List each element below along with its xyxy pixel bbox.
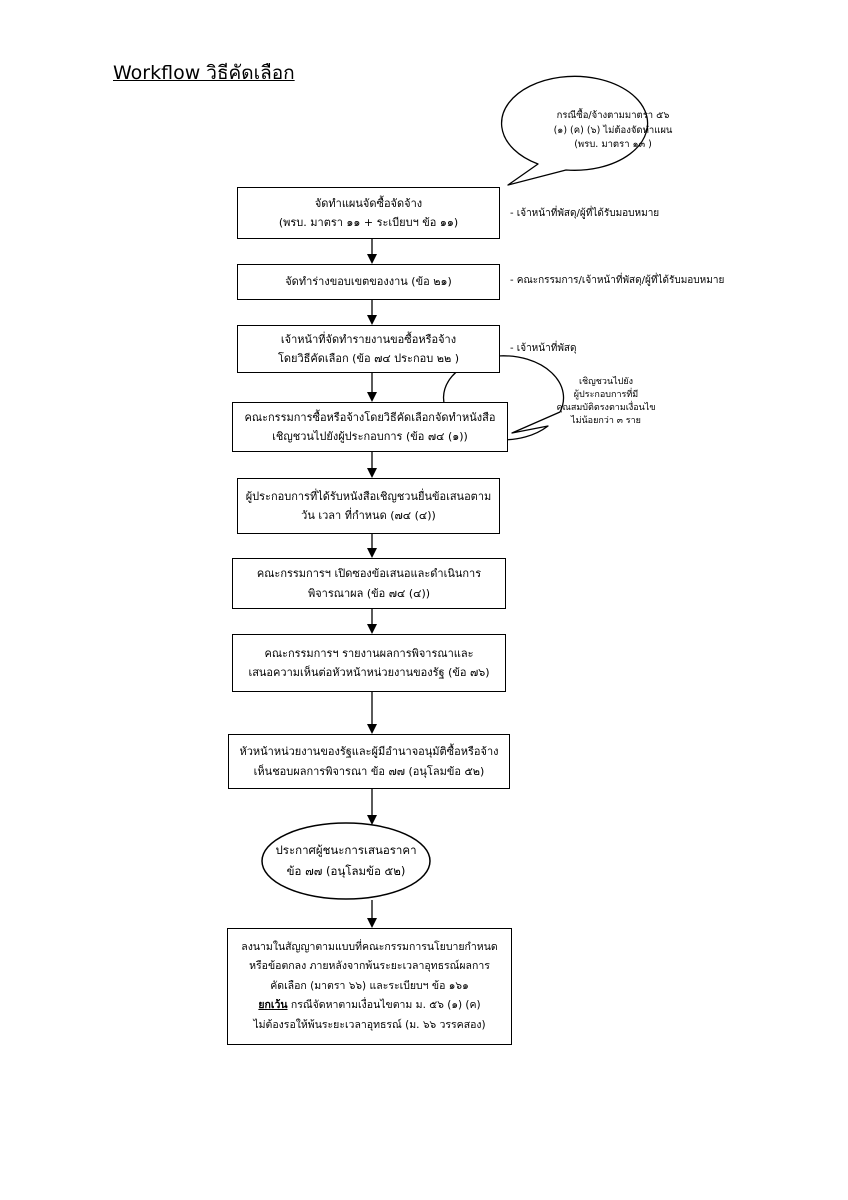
exception-label: ยกเว้น [258, 999, 288, 1012]
step-2-line-1: จัดทำร่างขอบเขตของงาน (ข้อ ๒๑) [285, 275, 452, 289]
final-line-3: คัดเลือก (มาตรา ๖๖) และระเบียบฯ ข้อ ๑๖๑ [270, 979, 469, 992]
step-8-line-2: เห็นชอบผลการพิจารณา ข้อ ๗๗ (อนุโลมข้อ ๕๒… [253, 764, 485, 778]
announce-line-1: ประกาศผู้ชนะการเสนอราคา [275, 843, 417, 858]
bubble-1-line-1: กรณีซื้อ/จ้างตามมาตรา ๕๖ [556, 109, 670, 121]
step-3-note: - เจ้าหน้าที่พัสดุ [510, 343, 577, 354]
final-line-1: ลงนามในสัญญาตามแบบที่คณะกรรมการนโยบายกำห… [241, 940, 498, 953]
announce-line-2: ข้อ ๗๗ (อนุโลมข้อ ๕๒) [286, 864, 406, 878]
step-6-line-2: พิจารณาผล (ข้อ ๗๔ (๔)) [307, 586, 431, 600]
step-box-7: คณะกรรมการฯ รายงานผลการพิจารณาและ เสนอคว… [232, 634, 506, 692]
step-1-line-2: (พรบ. มาตรา ๑๑ + ระเบียบฯ ข้อ ๑๑) [278, 216, 459, 229]
bubble-2-line-1: เชิญชวนไปยัง [578, 376, 634, 387]
step-box-1: จัดทำแผนจัดซื้อจัดจ้าง (พรบ. มาตรา ๑๑ + … [237, 187, 500, 239]
bubble-plan-text: กรณีซื้อ/จ้างตามมาตรา ๕๖ (๑) (ค) (๖) ไม่… [538, 100, 688, 162]
step-3-line-1: เจ้าหน้าที่จัดทำรายงานขอซื้อหรือจ้าง [280, 332, 457, 346]
step-6-line-1: คณะกรรมการฯ เปิดซองข้อเสนอและดำเนินการ [256, 567, 482, 581]
final-line-4: ยกเว้น กรณีจัดหาตามเงื่อนไขตาม ม. ๕๖ (๑)… [258, 996, 480, 1015]
page-title: Workflow วิธีคัดเลือก [113, 62, 295, 84]
step-4-line-2: เชิญชวนไปยังผู้ประกอบการ (ข้อ ๗๔ (๑)) [272, 430, 468, 443]
final-line-4-rest: กรณีจัดหาตามเงื่อนไขตาม ม. ๕๖ (๑) (ค) [287, 999, 481, 1012]
bubble-1-line-3: (พรบ. มาตรา ๑๓ ) [574, 139, 652, 151]
step-box-5: ผู้ประกอบการที่ได้รับหนังสือเชิญชวนยื่นข… [237, 478, 500, 534]
step-8-line-1: หัวหน้าหน่วยงานของรัฐและผู้มีอำนาจอนุมัต… [239, 745, 499, 759]
step-1-note: - เจ้าหน้าที่พัสดุ/ผู้ที่ได้รับมอบหมาย [510, 208, 660, 219]
step-3-line-2: โดยวิธีคัดเลือก (ข้อ ๗๔ ประกอบ ๒๒ ) [278, 352, 459, 365]
step-box-3: เจ้าหน้าที่จัดทำรายงานขอซื้อหรือจ้าง โดย… [237, 325, 500, 373]
step-7-line-2: เสนอความเห็นต่อหัวหน้าหน่วยงานของรัฐ (ข้… [248, 666, 490, 679]
bubble-2-line-4: ไม่น้อยกว่า ๓ ราย [571, 416, 641, 427]
bubble-invite-text: เชิญชวนไปยัง ผู้ประกอบการที่มี คุณสมบัติ… [540, 368, 672, 436]
announce-oval [261, 822, 431, 900]
step-box-6: คณะกรรมการฯ เปิดซองข้อเสนอและดำเนินการ พ… [232, 558, 506, 609]
bubble-1-line-2: (๑) (ค) (๖) ไม่ต้องจัดทำแผน [553, 124, 673, 136]
step-5-line-2: วัน เวลา ที่กำหนด (๗๔ (๔)) [301, 509, 436, 522]
step-4-line-1: คณะกรรมการซื้อหรือจ้างโดยวิธีคัดเลือกจัด… [244, 410, 496, 424]
final-line-5: ไม่ต้องรอให้พ้นระยะเวลาอุทธรณ์ (ม. ๖๖ วร… [253, 1018, 486, 1031]
step-1-line-1: จัดทำแผนจัดซื้อจัดจ้าง [314, 196, 423, 210]
step-5-line-1: ผู้ประกอบการที่ได้รับหนังสือเชิญชวนยื่นข… [245, 489, 492, 503]
step-box-4: คณะกรรมการซื้อหรือจ้างโดยวิธีคัดเลือกจัด… [232, 402, 508, 452]
final-step-box: ลงนามในสัญญาตามแบบที่คณะกรรมการนโยบายกำห… [227, 928, 512, 1045]
step-box-2: จัดทำร่างขอบเขตของงาน (ข้อ ๒๑) [237, 264, 500, 300]
announce-oval-text: ประกาศผู้ชนะการเสนอราคา ข้อ ๗๗ (อนุโลมข้… [262, 823, 430, 899]
step-7-line-1: คณะกรรมการฯ รายงานผลการพิจารณาและ [264, 646, 474, 660]
bubble-2-line-2: ผู้ประกอบการที่มี [573, 389, 639, 400]
final-line-2: หรือข้อตกลง ภายหลังจากพ้นระยะเวลาอุทธรณ์… [249, 960, 490, 973]
step-box-8: หัวหน้าหน่วยงานของรัฐและผู้มีอำนาจอนุมัต… [228, 734, 510, 789]
bubble-2-line-3: คุณสมบัติตรงตามเงื่อนไข [556, 403, 656, 413]
step-2-note: - คณะกรรมการ/เจ้าหน้าที่พัสดุ/ผู้ที่ได้ร… [510, 275, 725, 286]
speech-bubble-plan [500, 75, 649, 186]
